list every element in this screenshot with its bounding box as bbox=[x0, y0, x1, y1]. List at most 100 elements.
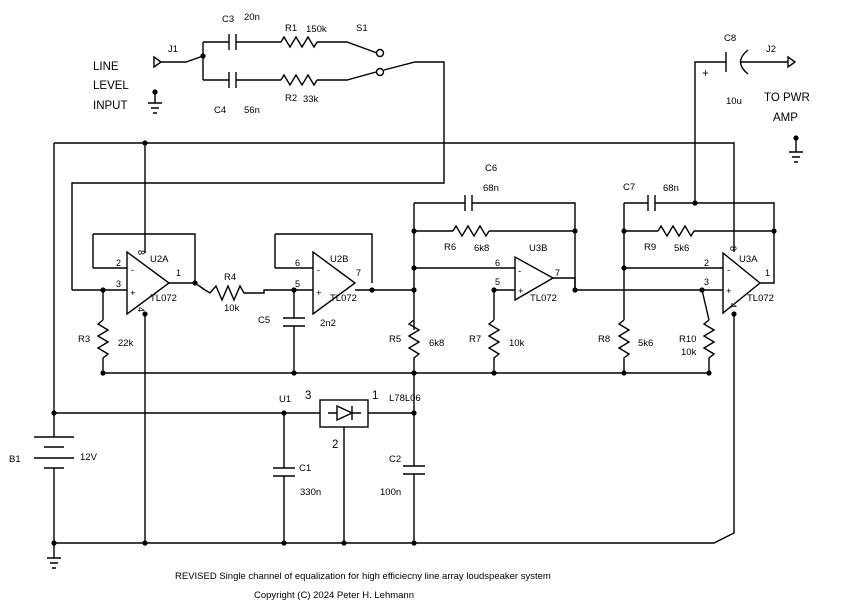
c2-value: 100n bbox=[380, 487, 401, 498]
svg-text:+: + bbox=[702, 68, 709, 80]
input-label-line2: LEVEL bbox=[93, 80, 129, 92]
r2-label: R2 bbox=[285, 93, 297, 104]
c2-label: C2 bbox=[389, 454, 401, 465]
r4-value: 10k bbox=[224, 303, 240, 314]
b1-battery bbox=[34, 436, 74, 469]
c6-value: 68n bbox=[483, 183, 499, 194]
c7-label: C7 bbox=[623, 182, 635, 193]
labels: LINE LEVEL INPUT J1 C3 20n R1 150k S1 C4… bbox=[9, 12, 810, 601]
j2-label: J2 bbox=[766, 44, 776, 55]
stage-u3b: - + bbox=[407, 195, 702, 373]
stage-u3a: - + bbox=[617, 195, 777, 376]
r10-value: 10k bbox=[681, 347, 697, 358]
input-label-line3: INPUT bbox=[93, 100, 128, 112]
u1-pin-3: 3 bbox=[305, 390, 311, 402]
r2-resistor bbox=[280, 73, 318, 87]
u1-pin-2: 2 bbox=[332, 439, 338, 451]
c1-value: 330n bbox=[300, 487, 321, 498]
r1-label: R1 bbox=[285, 23, 297, 34]
u2b-minus-sign: - bbox=[317, 265, 320, 276]
u3a-pin-3: 3 bbox=[704, 277, 709, 287]
c8-label: C8 bbox=[724, 33, 736, 44]
u2a-pin-1: 1 bbox=[176, 268, 181, 278]
c5-value: 2n2 bbox=[320, 318, 336, 329]
c1-capacitor bbox=[273, 467, 295, 477]
r6-value: 6k8 bbox=[474, 243, 489, 254]
u2b-plus-sign: + bbox=[316, 288, 322, 299]
u2b-part: TL072 bbox=[330, 293, 357, 304]
u3a-minus-sign: - bbox=[727, 265, 730, 276]
u2b-pin-5: 5 bbox=[295, 279, 300, 289]
u2a-pin-2: 2 bbox=[116, 258, 121, 268]
s1-contact-upper bbox=[375, 48, 385, 58]
r2-value: 33k bbox=[303, 94, 319, 105]
power-rails bbox=[34, 140, 735, 569]
footer-copyright: Copyright (C) 2024 Peter H. Lehmann bbox=[254, 590, 414, 601]
c5-label: C5 bbox=[258, 315, 270, 326]
u2a-opamp bbox=[126, 250, 171, 316]
r9-value: 5k6 bbox=[674, 243, 689, 254]
u3a-pin-8: 8 bbox=[728, 246, 738, 251]
r9-resistor bbox=[657, 224, 695, 238]
c6-capacitor bbox=[464, 195, 473, 211]
r9-label: R9 bbox=[644, 242, 656, 253]
u3a-pin-4: 4 bbox=[728, 303, 738, 308]
input-label-line1: LINE bbox=[93, 61, 119, 73]
u2b-pin-6: 6 bbox=[295, 258, 300, 268]
r3-resistor bbox=[96, 319, 110, 359]
stage-u2a: - + bbox=[72, 233, 206, 376]
b1-value: 12V bbox=[80, 452, 98, 463]
u2a-plus-sign: + bbox=[130, 288, 136, 299]
c4-value: 56n bbox=[244, 105, 260, 116]
u3a-label: U3A bbox=[739, 254, 758, 265]
b1-label: B1 bbox=[9, 454, 21, 465]
footer-caption: REVISED Single channel of equalization f… bbox=[175, 571, 551, 582]
c8-value: 10u bbox=[726, 96, 742, 107]
stage-u2b: - + bbox=[274, 233, 414, 373]
u3b-part: TL072 bbox=[530, 293, 557, 304]
r5-resistor bbox=[407, 319, 421, 373]
c2-capacitor bbox=[403, 465, 425, 475]
u3b-plus-sign: + bbox=[518, 286, 524, 297]
c7-capacitor bbox=[647, 195, 656, 211]
u1-label: U1 bbox=[279, 394, 291, 405]
r4-label: R4 bbox=[224, 272, 236, 283]
r7-resistor bbox=[487, 319, 501, 373]
c1-label: C1 bbox=[299, 463, 311, 474]
u3a-plus-sign: + bbox=[726, 286, 732, 297]
u2a-pin-4: 4 bbox=[136, 307, 146, 312]
u3a-pin-1: 1 bbox=[765, 268, 770, 278]
u1-pin-1: 1 bbox=[372, 390, 378, 402]
u3b-label: U3B bbox=[529, 243, 547, 254]
u2b-pin-7: 7 bbox=[356, 268, 361, 278]
u2a-part: TL072 bbox=[150, 293, 177, 304]
r10-resistor bbox=[702, 319, 716, 373]
r8-resistor bbox=[617, 319, 631, 373]
c3-capacitor bbox=[228, 34, 237, 50]
r6-resistor bbox=[452, 224, 490, 238]
r7-value: 10k bbox=[509, 338, 525, 349]
c3-value: 20n bbox=[244, 12, 260, 23]
j1-label: J1 bbox=[168, 44, 178, 55]
u1-diode-icon bbox=[328, 404, 361, 422]
r5-label: R5 bbox=[389, 334, 401, 345]
u3b-pin-5: 5 bbox=[495, 277, 500, 287]
c3-label: C3 bbox=[222, 14, 234, 25]
j1-jack-icon bbox=[153, 55, 163, 69]
u2a-minus-sign: - bbox=[131, 265, 134, 276]
c5-capacitor bbox=[283, 317, 305, 327]
c4-label: C4 bbox=[214, 105, 226, 116]
r3-value: 22k bbox=[118, 338, 134, 349]
c4-capacitor bbox=[228, 72, 237, 88]
r8-value: 5k6 bbox=[638, 338, 653, 349]
u3b-opamp bbox=[514, 255, 555, 302]
input-section bbox=[71, 34, 445, 290]
j2-jack-icon bbox=[787, 55, 797, 69]
input-ground-icon bbox=[148, 89, 162, 114]
u2a-pin-8: 8 bbox=[136, 250, 146, 255]
output-label-line2: AMP bbox=[773, 112, 798, 124]
u2b-label: U2B bbox=[330, 254, 348, 265]
c6-label: C6 bbox=[485, 163, 497, 174]
main-ground-icon bbox=[47, 543, 61, 569]
r6-label: R6 bbox=[444, 242, 456, 253]
